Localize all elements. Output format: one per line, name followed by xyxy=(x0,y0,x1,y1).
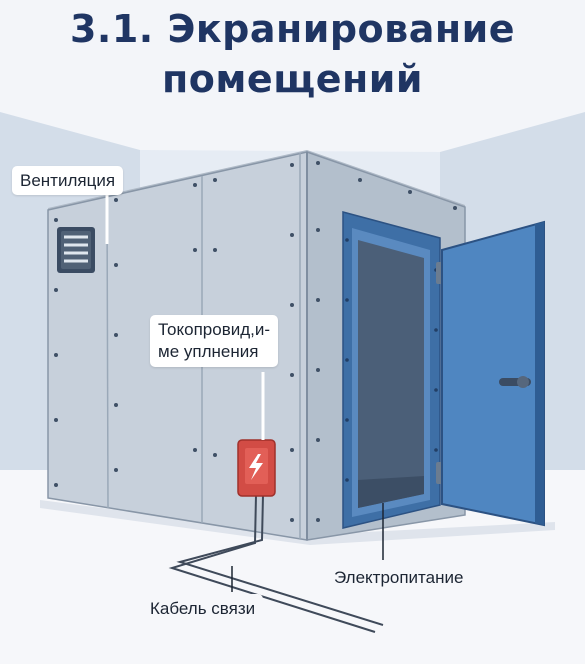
page-title-line-2: помещений xyxy=(162,57,423,101)
page-title: 3.1. Экранирование помещений xyxy=(0,4,585,104)
doorway-opening xyxy=(358,240,424,508)
callout-seals-line-1: Токопровид,и- xyxy=(158,320,271,339)
callout-seals-line-2: ме уплнения xyxy=(158,342,259,361)
power-cable xyxy=(176,494,384,626)
rivets-front xyxy=(54,163,294,522)
page-title-line-1: 3.1. Экранирование xyxy=(69,7,516,51)
vent-grille-icon xyxy=(57,227,95,273)
room-shadow xyxy=(40,500,555,545)
panel-seam xyxy=(106,196,109,509)
rivets-side xyxy=(316,161,457,522)
open-door-edge xyxy=(535,222,544,525)
callout-ventilation: Вентиляция xyxy=(12,166,124,195)
callout-power: Электропитание xyxy=(326,563,472,592)
doorway-floor xyxy=(358,476,424,508)
door-handle-icon xyxy=(499,376,531,388)
open-door xyxy=(441,220,545,527)
callout-seals: Токопровид,и- ме уплнения xyxy=(150,315,279,367)
callout-cable: Кабель связи xyxy=(142,594,264,623)
lightning-bolt-icon xyxy=(237,439,276,497)
communication-cable xyxy=(168,494,376,633)
